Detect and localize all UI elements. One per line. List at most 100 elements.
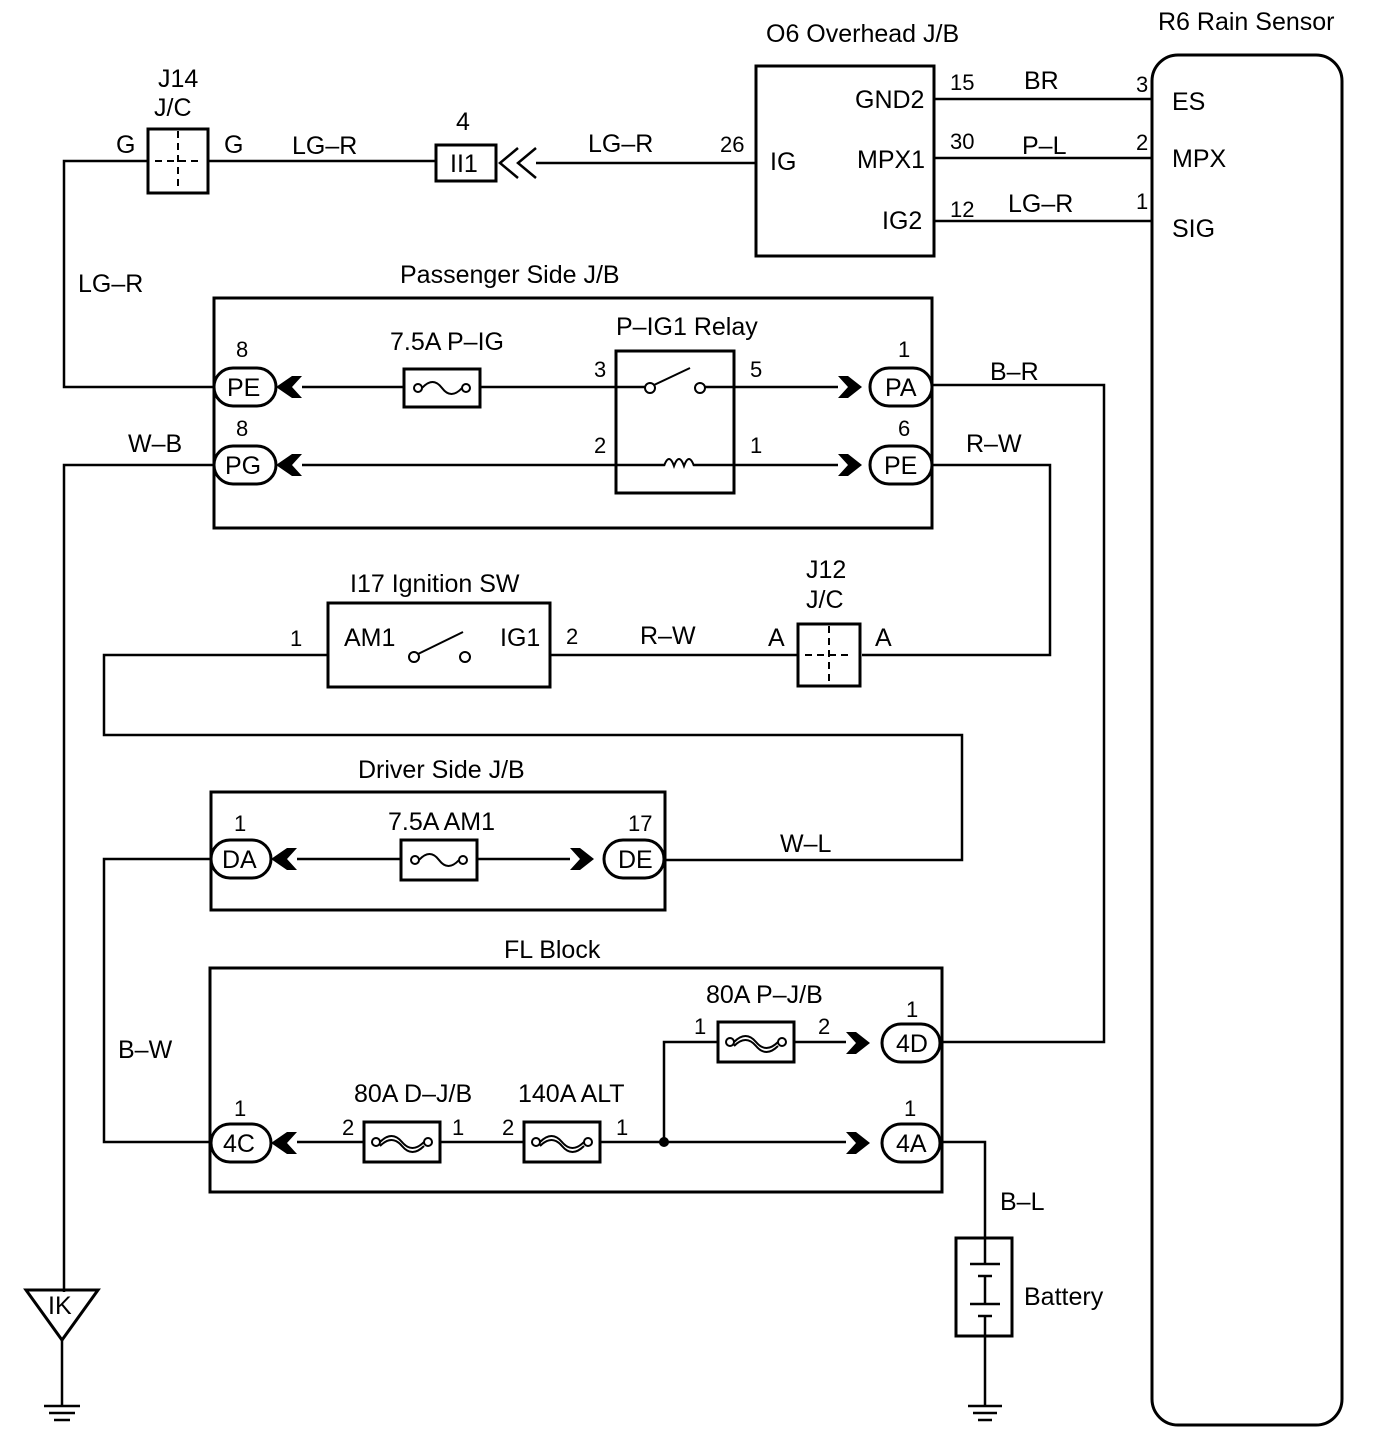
wires-passenger: B–R R–W W–B [62,358,1106,1292]
rain-sensor-title: R6 Rain Sensor [1158,8,1334,36]
fl-4d: 4D [896,1030,928,1058]
relay-pin-2: 2 [594,433,606,458]
j12-line2: J/C [806,586,844,614]
fuse-djb-in: 2 [342,1115,354,1140]
fl-4a-num: 1 [904,1096,916,1121]
wires-sensor: BR P–L LG–R [934,67,1152,223]
wire-wl: W–L [780,830,832,858]
j12-left-pin: A [768,624,785,652]
fl-4c: 4C [223,1130,255,1158]
fl-4a: 4A [896,1130,927,1158]
driver-da: DA [222,846,257,874]
wire-pl: P–L [1022,132,1067,160]
j14-line2: J/C [154,94,192,122]
rain-sensor-num-es: 3 [1136,72,1148,97]
fuse-alt-out: 1 [616,1115,628,1140]
passenger-pg-num: 8 [236,416,248,441]
passenger-pe-top: PE [227,374,260,402]
rain-sensor-pin-es: ES [1172,88,1205,116]
overhead-jb-num-mpx1: 30 [950,129,974,154]
ii1-connector: II1 4 [434,108,537,183]
overhead-jb-pin-ig: IG [770,148,796,176]
overhead-jb-num-gnd2: 15 [950,70,974,95]
relay-pin-5: 5 [750,357,762,382]
overhead-jb-title: O6 Overhead J/B [766,20,959,48]
wire-lgr-sig: LG–R [1008,190,1073,218]
fl-4d-num: 1 [906,997,918,1022]
rain-sensor: R6 Rain Sensor ES MPX SIG 3 2 1 [1136,8,1344,1427]
wires-driver: W–L B–W [102,830,832,1144]
ignition-sw-ig1: IG1 [500,624,540,652]
fuse-pjb-out: 2 [818,1014,830,1039]
overhead-jb-pin-gnd2: GND2 [855,86,924,114]
fl-4c-num: 1 [234,1096,246,1121]
fuse-djb-label: 80A D–J/B [354,1080,472,1108]
relay-pin-3: 3 [594,357,606,382]
overhead-jb-pin-ig2: IG2 [882,207,922,235]
fuse-djb-out: 1 [452,1115,464,1140]
overhead-jb-num-ig2: 12 [950,197,974,222]
driver-de-num: 17 [628,811,652,836]
passenger-pe-right: PE [884,452,917,480]
wire-lgr-top-right: LG–R [588,130,653,158]
ignition-sw-title: I17 Ignition SW [350,570,520,598]
ignition-sw-am1: AM1 [344,624,395,652]
j12-jc: J12 J/C A A [768,556,892,688]
passenger-fuse-label: 7.5A P–IG [390,328,504,356]
relay-pin-1: 1 [750,433,762,458]
wire-br-right: B–R [990,358,1039,386]
overhead-jb-pin-mpx1: MPX1 [857,146,925,174]
rain-sensor-pin-mpx: MPX [1172,145,1227,173]
wire-br: BR [1024,67,1059,95]
ground-label: IK [48,1292,72,1320]
driver-jb-title: Driver Side J/B [358,756,525,784]
battery-label: Battery [1024,1283,1104,1311]
ground-ik: IK [23,1288,101,1422]
ii1-num: 4 [456,108,470,136]
wire-rw-mid: R–W [640,622,696,650]
fuse-pjb-label: 80A P–J/B [706,981,823,1009]
driver-da-num: 1 [234,811,246,836]
passenger-pa: PA [885,374,917,402]
fuse-alt-in: 2 [502,1115,514,1140]
passenger-pe-right-num: 6 [898,416,910,441]
fuse-alt-label: 140A ALT [518,1080,625,1108]
passenger-jb: Passenger Side J/B PE 8 PG 8 PA 1 PE 6 7… [212,261,934,530]
fuse-pjb-in: 1 [694,1014,706,1039]
j14-right-pin: G [224,131,243,159]
wire-rw-right: R–W [966,430,1022,458]
rain-sensor-num-mpx: 2 [1136,130,1148,155]
ignition-sw-num-right: 2 [566,624,578,649]
ii1-label: II1 [450,150,478,178]
wire-wb: W–B [128,430,182,458]
j14-line1: J14 [158,65,198,93]
ignition-sw-num-left: 1 [290,626,302,651]
wire-bw: B–W [118,1036,173,1064]
passenger-jb-title: Passenger Side J/B [400,261,620,289]
j12-right-pin: A [875,624,892,652]
rain-sensor-pin-sig: SIG [1172,215,1215,243]
wire-bl: B–L [1000,1188,1045,1216]
wires-top: LG–R LG–R LG–R [62,130,756,389]
fl-block-title: FL Block [504,936,601,964]
passenger-pa-num: 1 [898,337,910,362]
overhead-jb-num-ig: 26 [720,132,744,157]
wire-lgr-left: LG–R [78,270,143,298]
j14-jc: J14 J/C G G [116,65,243,195]
driver-jb: Driver Side J/B DA 1 DE 17 7.5A AM1 [209,756,667,912]
overhead-jb: O6 Overhead J/B IG GND2 MPX1 IG2 26 15 3… [720,20,974,258]
passenger-pg: PG [225,452,261,480]
rain-sensor-num-sig: 1 [1136,189,1148,214]
fl-block: FL Block 4D 1 4A 1 4C 1 80A P–J/B 1 2 80… [208,936,944,1194]
driver-de: DE [618,846,653,874]
passenger-pe-top-num: 8 [236,337,248,362]
j12-line1: J12 [806,556,846,584]
battery: B–L Battery [940,1140,1104,1422]
driver-fuse-label: 7.5A AM1 [388,808,495,836]
wire-lgr-top-left: LG–R [292,132,357,160]
ignition-switch: I17 Ignition SW AM1 IG1 1 2 [290,570,578,689]
j14-left-pin: G [116,131,135,159]
wires-ignition: R–W [102,622,964,862]
relay-title: P–IG1 Relay [616,313,758,341]
